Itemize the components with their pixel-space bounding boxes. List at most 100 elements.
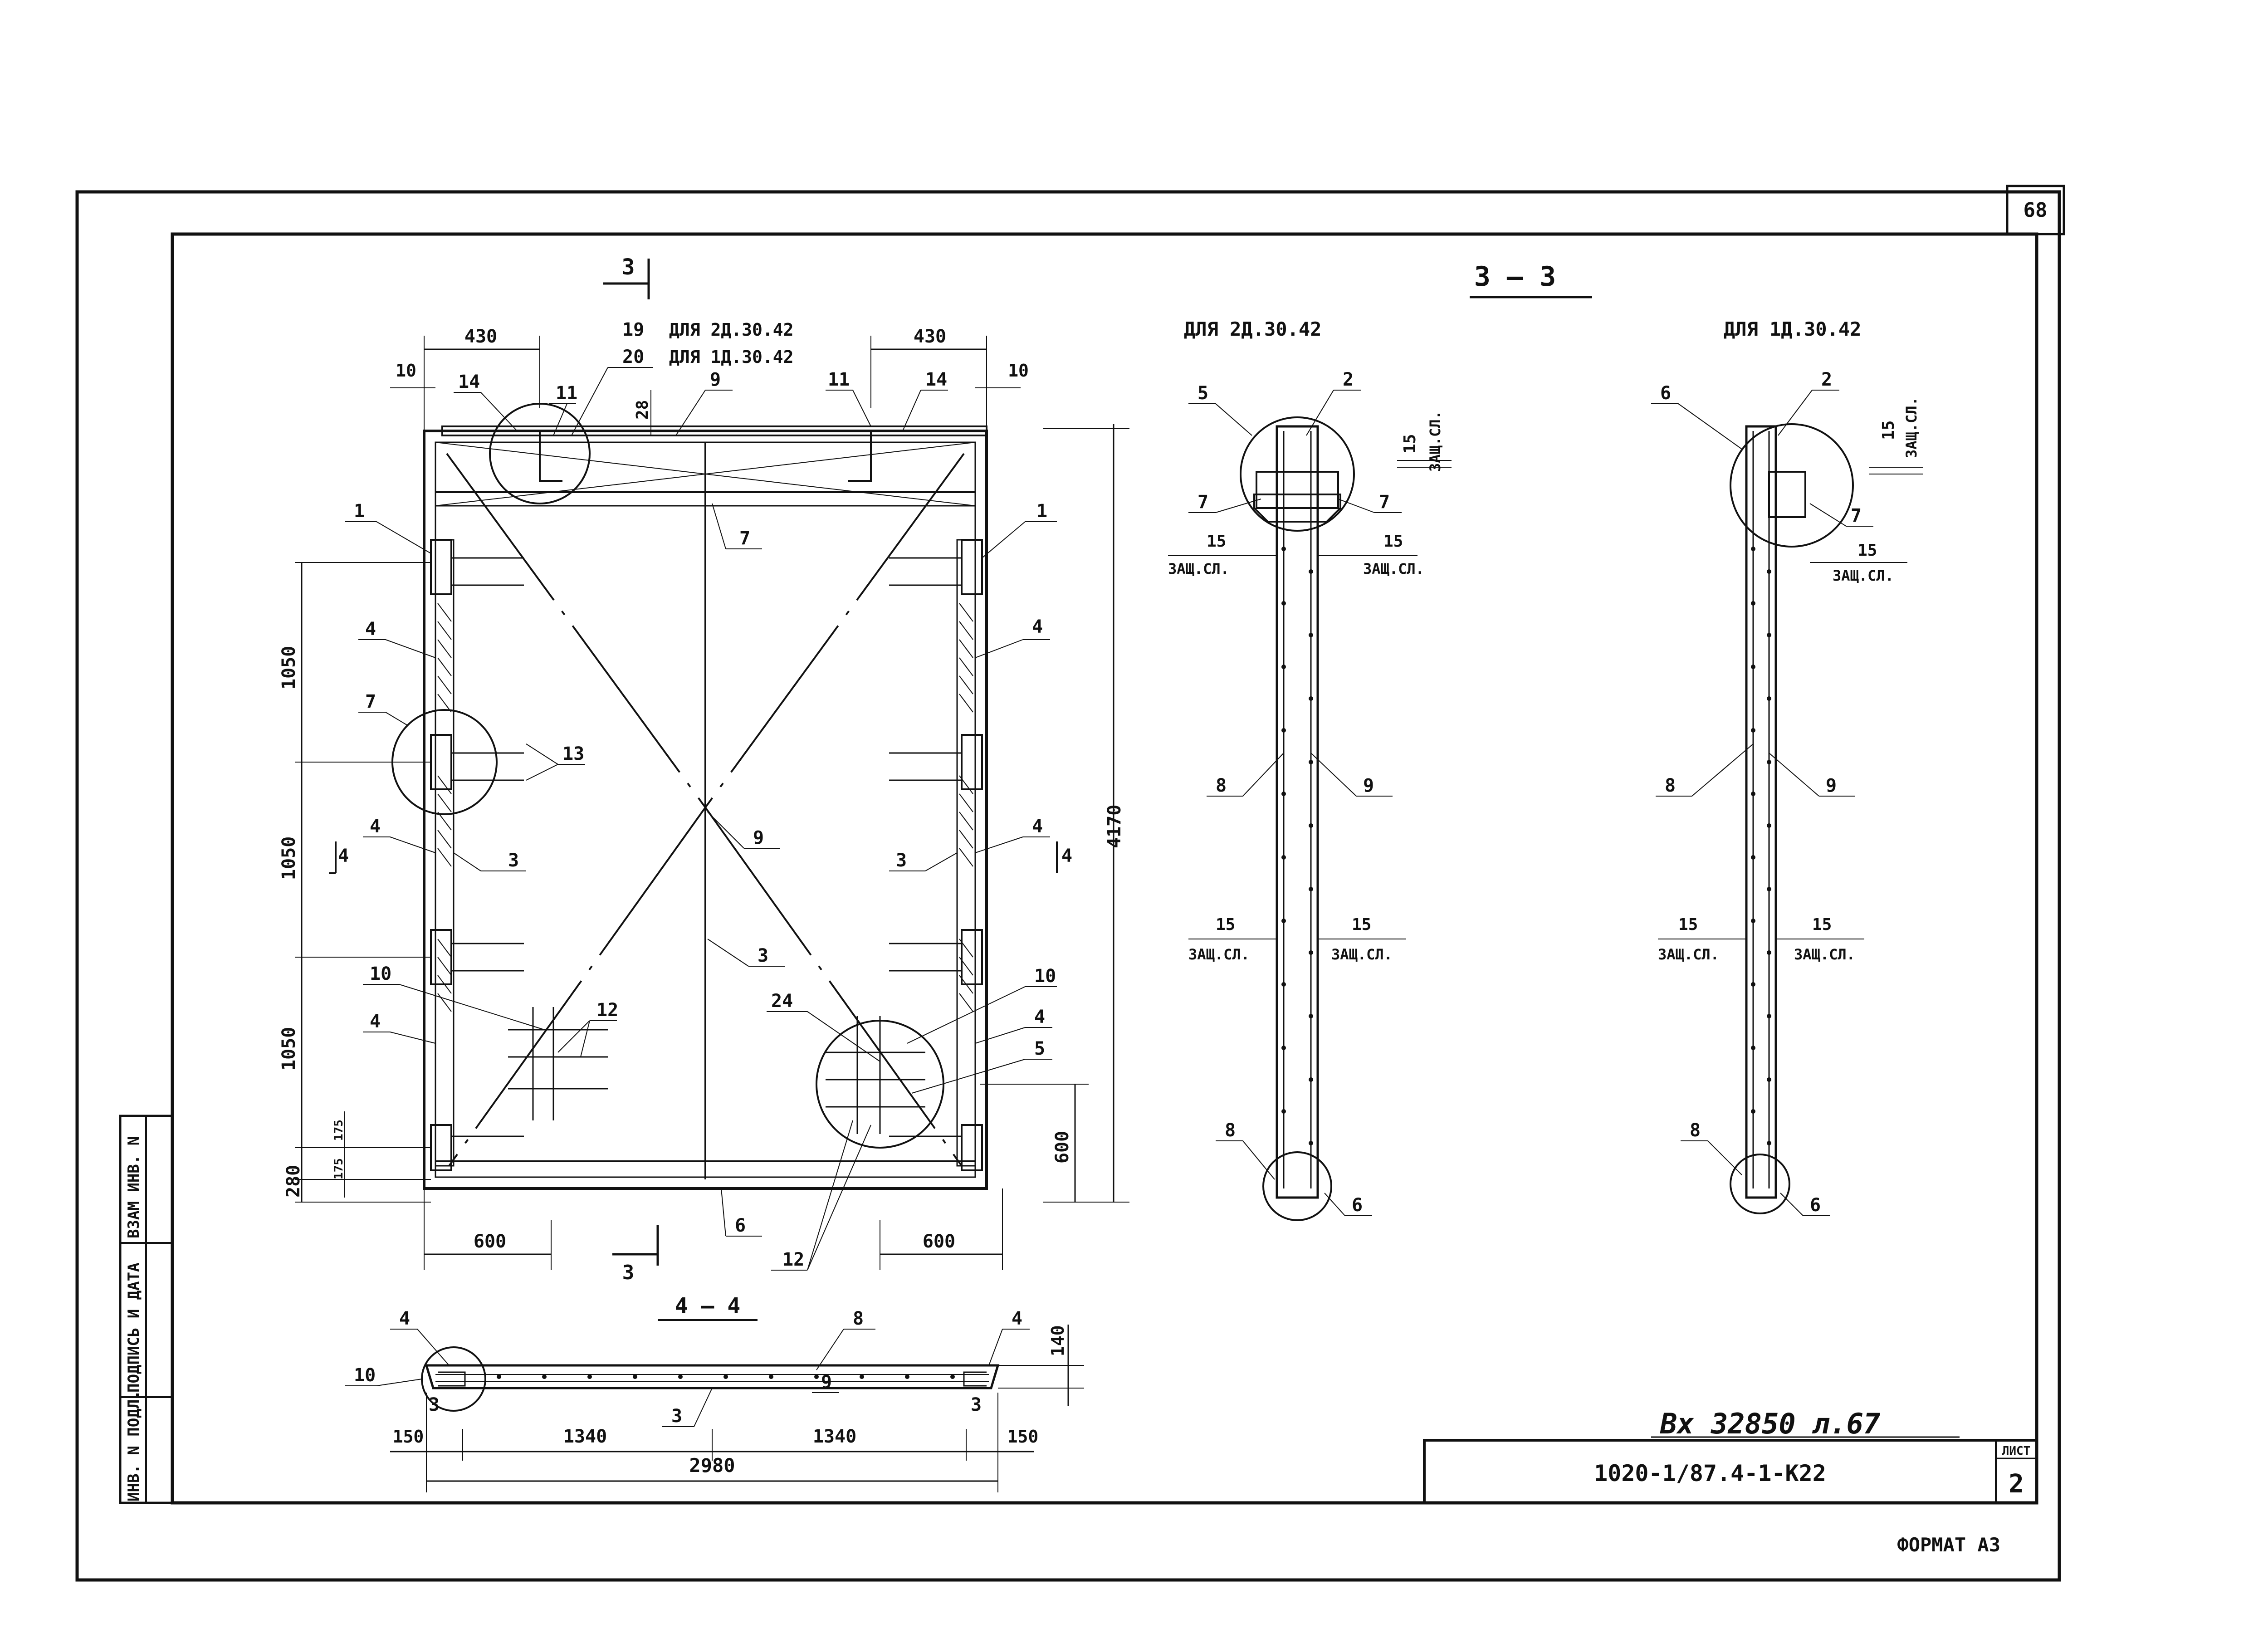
s33l-label-6: 6: [1352, 1195, 1363, 1216]
s33r-label-9: 9: [1826, 775, 1837, 796]
dim-top-left: 430: [464, 326, 497, 347]
label-11b: 11: [828, 369, 850, 390]
label-20: 20: [622, 347, 644, 367]
dim-bottom-left-w: 600: [474, 1231, 506, 1252]
label-24: 24: [771, 991, 793, 1012]
label-12a: 12: [596, 1000, 618, 1021]
s44-label-3m: 3: [671, 1406, 682, 1427]
dim-height-2: 1050: [279, 836, 299, 880]
s33r-cover-label-1: ЗАЩ.СЛ.: [1903, 397, 1920, 458]
label-13: 13: [562, 743, 584, 764]
s33r-label-6: 6: [1660, 383, 1671, 404]
title-block: 1020-1/87.4-1-К22 ЛИСТ 2: [1423, 1439, 2038, 1504]
section-mark-bottom: 3: [622, 1261, 635, 1284]
section-mark-top: 3: [622, 254, 635, 280]
s44-label-3l: 3: [429, 1394, 440, 1415]
title-code: 1020-1/87.4-1-К22: [1594, 1460, 1826, 1487]
s33-right-drawing: [1730, 423, 1854, 1214]
dim-height-1: 1050: [279, 646, 299, 690]
s33r-label-2: 2: [1821, 369, 1832, 390]
s44-dim-thick: 140: [1048, 1325, 1068, 1356]
s44-dim-w2: 1340: [813, 1426, 856, 1447]
label-3center: 3: [758, 945, 768, 966]
format-label: ФОРМАТ А3: [1897, 1534, 2000, 1556]
s33l-label-5: 5: [1198, 383, 1208, 404]
s33r-label-7: 7: [1851, 505, 1862, 526]
inner-frame: [171, 232, 2038, 1505]
s44-dim-total: 2980: [689, 1454, 735, 1477]
label-4f: 4: [1034, 1007, 1045, 1027]
main-view: 430 430 10 10 28 1050 1050 1050 175 175 …: [279, 254, 1129, 1284]
s33l-cover-label-4: ЗАЩ.СЛ.: [1188, 946, 1250, 963]
section-4-4-title: 4 — 4: [675, 1293, 741, 1319]
s33r-cover-2: 15: [1857, 541, 1877, 560]
dim-total-height: 4170: [1104, 805, 1125, 848]
label-1b: 1: [1036, 501, 1047, 522]
label-5: 5: [1034, 1038, 1045, 1059]
dim-height-3: 1050: [279, 1027, 299, 1071]
label-4b: 4: [1032, 616, 1043, 637]
label-12b: 12: [782, 1249, 804, 1270]
dim-right-low: 600: [1052, 1131, 1073, 1164]
label-11a: 11: [556, 383, 577, 404]
section-4-4: 4 — 4 4 8 4 10 3 9 3 3: [345, 1293, 1084, 1492]
page-number-box: [2006, 185, 2065, 235]
label-14b: 14: [925, 369, 947, 390]
s33l-cover-3: 15: [1383, 532, 1403, 551]
s33l-label-7l: 7: [1198, 492, 1208, 513]
section-3-3: 3 — 3 ДЛЯ 2Д.30.42 5 2: [1168, 261, 1923, 1221]
sheet-number: 2: [2009, 1469, 2024, 1499]
note-1d: ДЛЯ 1Д.30.42: [669, 347, 794, 367]
s33l-cover-label-2: ЗАЩ.СЛ.: [1168, 560, 1229, 577]
label-1a: 1: [354, 501, 365, 522]
s33l-label-8b: 8: [1225, 1120, 1236, 1141]
label-7side: 7: [365, 691, 376, 712]
s33l-cover-label-3: ЗАЩ.СЛ.: [1363, 560, 1424, 577]
s44-label-3r: 3: [971, 1394, 982, 1415]
label-3a: 3: [508, 850, 519, 871]
s33-right-caption: ДЛЯ 1Д.30.42: [1724, 318, 1861, 340]
s33-left-caption: ДЛЯ 2Д.30.42: [1184, 318, 1321, 340]
s33r-cover-label-2: ЗАЩ.СЛ.: [1833, 567, 1894, 584]
label-9top: 9: [710, 369, 721, 390]
s33l-label-8: 8: [1216, 775, 1227, 796]
s33l-label-9: 9: [1363, 775, 1374, 796]
note-2d: ДЛЯ 2Д.30.42: [669, 320, 794, 340]
s44-label-10: 10: [354, 1365, 376, 1386]
s33l-label-7r: 7: [1379, 492, 1390, 513]
s44-label-4r: 4: [1012, 1308, 1022, 1329]
label-4e: 4: [370, 1011, 381, 1032]
s33r-cover-3: 15: [1678, 915, 1698, 934]
s33r-cover-label-3: ЗАЩ.СЛ.: [1658, 946, 1719, 963]
sheet-label: ЛИСТ: [2002, 1444, 2031, 1458]
dim-bottom-right-w: 600: [923, 1231, 955, 1252]
section-4-right: 4: [1061, 846, 1072, 866]
rebar-dots: [497, 1374, 955, 1379]
s33r-cover-label-4: ЗАЩ.СЛ.: [1794, 946, 1855, 963]
s33l-label-2: 2: [1343, 369, 1354, 390]
s33l-cover-1: 15: [1401, 434, 1419, 454]
s33r-label-8: 8: [1665, 775, 1676, 796]
dim-small-1: 175: [332, 1120, 346, 1141]
dim-top-right: 430: [914, 326, 946, 347]
label-7: 7: [739, 528, 750, 549]
label-4c: 4: [370, 816, 381, 837]
s44-label-9: 9: [821, 1372, 832, 1393]
s33r-label-6b: 6: [1810, 1195, 1821, 1216]
dim-bottom-left: 280: [283, 1165, 304, 1198]
s33l-cover-4: 15: [1216, 915, 1235, 934]
label-10b: 10: [1034, 966, 1056, 987]
dim-top-gap: 28: [633, 400, 652, 420]
registration-stamp: Вх 32850 л.67: [1660, 1407, 1881, 1440]
dim-edge-left: 10: [396, 361, 416, 381]
dim-small-2: 175: [332, 1158, 346, 1179]
s44-dim-e1: 150: [393, 1427, 424, 1447]
s33-left-drawing: [1240, 416, 1355, 1221]
s44-label-4l: 4: [399, 1308, 410, 1329]
page-number: 68: [2024, 199, 2048, 222]
s33l-cover-5: 15: [1352, 915, 1371, 934]
dim-edge-right: 10: [1008, 361, 1029, 381]
label-10a: 10: [370, 963, 391, 984]
side-stamp: ИНВ. N ПОДЛ. ПОДПИСЬ И ДАТА ВЗАМ ИНВ. N: [119, 1115, 174, 1504]
